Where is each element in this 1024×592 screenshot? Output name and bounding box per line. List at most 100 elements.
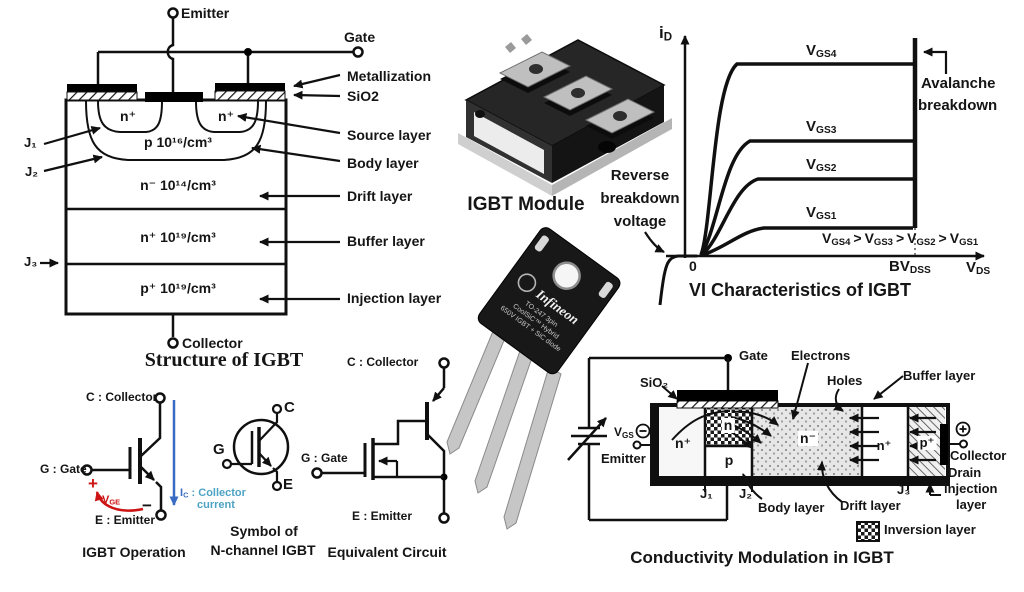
vgs-inequality: VGS4>VGS3>VGS2>VGS1 (822, 230, 979, 249)
structure-title: Structure of IGBT (144, 349, 304, 371)
vge-label: VGE (102, 494, 121, 507)
y-axis-label: iD (659, 23, 673, 44)
origin-label: 0 (689, 258, 697, 274)
vi-chart-title: VI Characteristics of IGBT (688, 280, 912, 300)
bvdss-label: BVDSS (889, 258, 931, 277)
avalanche-label-line2: breakdown (918, 97, 998, 114)
n-plus-well-left-label: n⁺ (120, 108, 136, 124)
op-collector-label: C : Collector (86, 390, 158, 404)
n-buffer-label: n⁺ 10¹⁹/cm³ (140, 229, 216, 245)
gate-oxide (676, 400, 779, 409)
nchannel-igbt-symbol (221, 403, 290, 492)
reverse-breakdown-curve (658, 254, 697, 306)
callout-drift-layer: Drift layer (347, 188, 413, 204)
eq-emitter-label: E : Emitter (352, 509, 413, 523)
cm-n-channel-label: n (721, 417, 735, 433)
callout-body-layer: Body layer (347, 155, 419, 171)
sio2-right (214, 90, 286, 101)
callout-metallization: Metallization (347, 68, 432, 84)
cm-vgs-label: VGS (614, 425, 634, 440)
reverse-label-line3: voltage (613, 213, 667, 230)
operation-title: IGBT Operation (82, 544, 186, 560)
vgs3-curve (699, 139, 913, 256)
gate-electrode (145, 92, 203, 102)
vgs2-label: VGS2 (806, 156, 837, 175)
gate-terminal (352, 46, 364, 58)
gate-electrode (677, 390, 778, 401)
junction-j1-label: J₁ (24, 135, 37, 150)
cm-drift-layer-label: Drift layer (840, 498, 901, 513)
metallization-left (67, 84, 137, 92)
collector-label: Collector (182, 335, 243, 351)
op-emitter-label: E : Emitter (95, 513, 156, 527)
vge-arrow (94, 491, 144, 512)
ic-label: IC : Collector (180, 487, 246, 500)
vgs4-label: VGS4 (806, 42, 837, 61)
op-gate-label: G : Gate (40, 462, 87, 476)
x-axis-label: VDS (966, 259, 991, 278)
cm-n-buffer-label: n⁺ (876, 438, 892, 453)
symbol-c-label: C (284, 399, 295, 416)
reverse-label-line2: breakdown (600, 190, 680, 207)
vgs1-label: VGS1 (806, 204, 837, 223)
cm-emitter-label: Emitter (601, 451, 646, 466)
junction-j3-label: J₃ (24, 254, 38, 269)
collector-terminal-dot (959, 439, 968, 449)
vgs4-curve (699, 62, 913, 256)
cm-n-drift-label: n⁻ (798, 430, 818, 446)
junction-j2-label: J₂ (25, 164, 39, 179)
vgs3-label: VGS3 (806, 118, 837, 137)
minus-polarity-icon (635, 423, 651, 439)
symbol-e-label: E (283, 476, 294, 493)
symbol-title-line1: Symbol of (230, 523, 298, 539)
emitter-terminal-dot (632, 440, 642, 450)
inversion-legend-swatch (856, 521, 880, 542)
emitter-terminal (167, 7, 179, 19)
vi-chart (644, 35, 985, 306)
electrons-label: Electrons (791, 348, 851, 363)
module-caption: IGBT Module (467, 194, 585, 215)
metallization-right (215, 83, 285, 91)
cm-sio2-label: SiO₂ (640, 375, 669, 390)
cm-gate-label: Gate (739, 348, 768, 363)
symbol-title-line2: N-channel IGBT (210, 542, 316, 558)
eq-collector-label: C : Collector (347, 355, 419, 369)
n-plus-well-right-label: n⁺ (218, 108, 234, 124)
p-body-label: p 10¹⁶/cm³ (144, 134, 212, 150)
reverse-label-line1: Reverse (610, 167, 670, 184)
n-drift-label: n⁻ 10¹⁴/cm³ (140, 177, 216, 193)
p-injection-label: p⁺ 10¹⁹/cm³ (140, 280, 216, 296)
cm-j3-label: J₃ (897, 482, 911, 497)
collector-terminal (167, 337, 179, 349)
callout-buffer-layer: Buffer layer (347, 233, 425, 249)
cm-collector-label: Collector (950, 448, 1007, 463)
sio2-left (66, 91, 138, 101)
ic-label-line2: current (197, 499, 235, 511)
igbt-transistor-photo: Infineon TO-247 3pin CoolSiC™ Hybrid 650… (446, 227, 621, 530)
cm-n-plus-source-label: n⁺ (675, 435, 691, 451)
cm-p-plus-label: p⁺ (917, 435, 937, 450)
igbt-module-photo (458, 34, 672, 196)
emitter-label: Emitter (181, 5, 230, 21)
avalanche-label-line1: Avalanche (921, 75, 996, 92)
eq-gate-label: G : Gate (301, 451, 348, 465)
symbol-g-label: G (213, 441, 225, 458)
collector-contact (940, 424, 948, 465)
cm-j2-label: J₂ (739, 486, 753, 501)
callout-source-layer: Source layer (347, 127, 432, 143)
holes-label: Holes (827, 373, 863, 388)
igbt-operation-symbol (81, 392, 179, 521)
cm-layer-label: layer (956, 497, 987, 512)
vgs2-curve (700, 177, 913, 257)
gate-label: Gate (344, 29, 376, 45)
cm-buffer-layer-label: Buffer layer (903, 368, 976, 383)
callout-injection-layer: Injection layer (347, 290, 442, 306)
cm-body-layer-label: Body layer (758, 500, 825, 515)
structure-diagram (40, 7, 364, 349)
plus-polarity-icon (955, 421, 971, 437)
cm-p-body-label: p (724, 452, 734, 468)
op-minus-sign: − (142, 496, 152, 515)
variable-source (567, 417, 607, 461)
equivalent-circuit (311, 357, 450, 524)
